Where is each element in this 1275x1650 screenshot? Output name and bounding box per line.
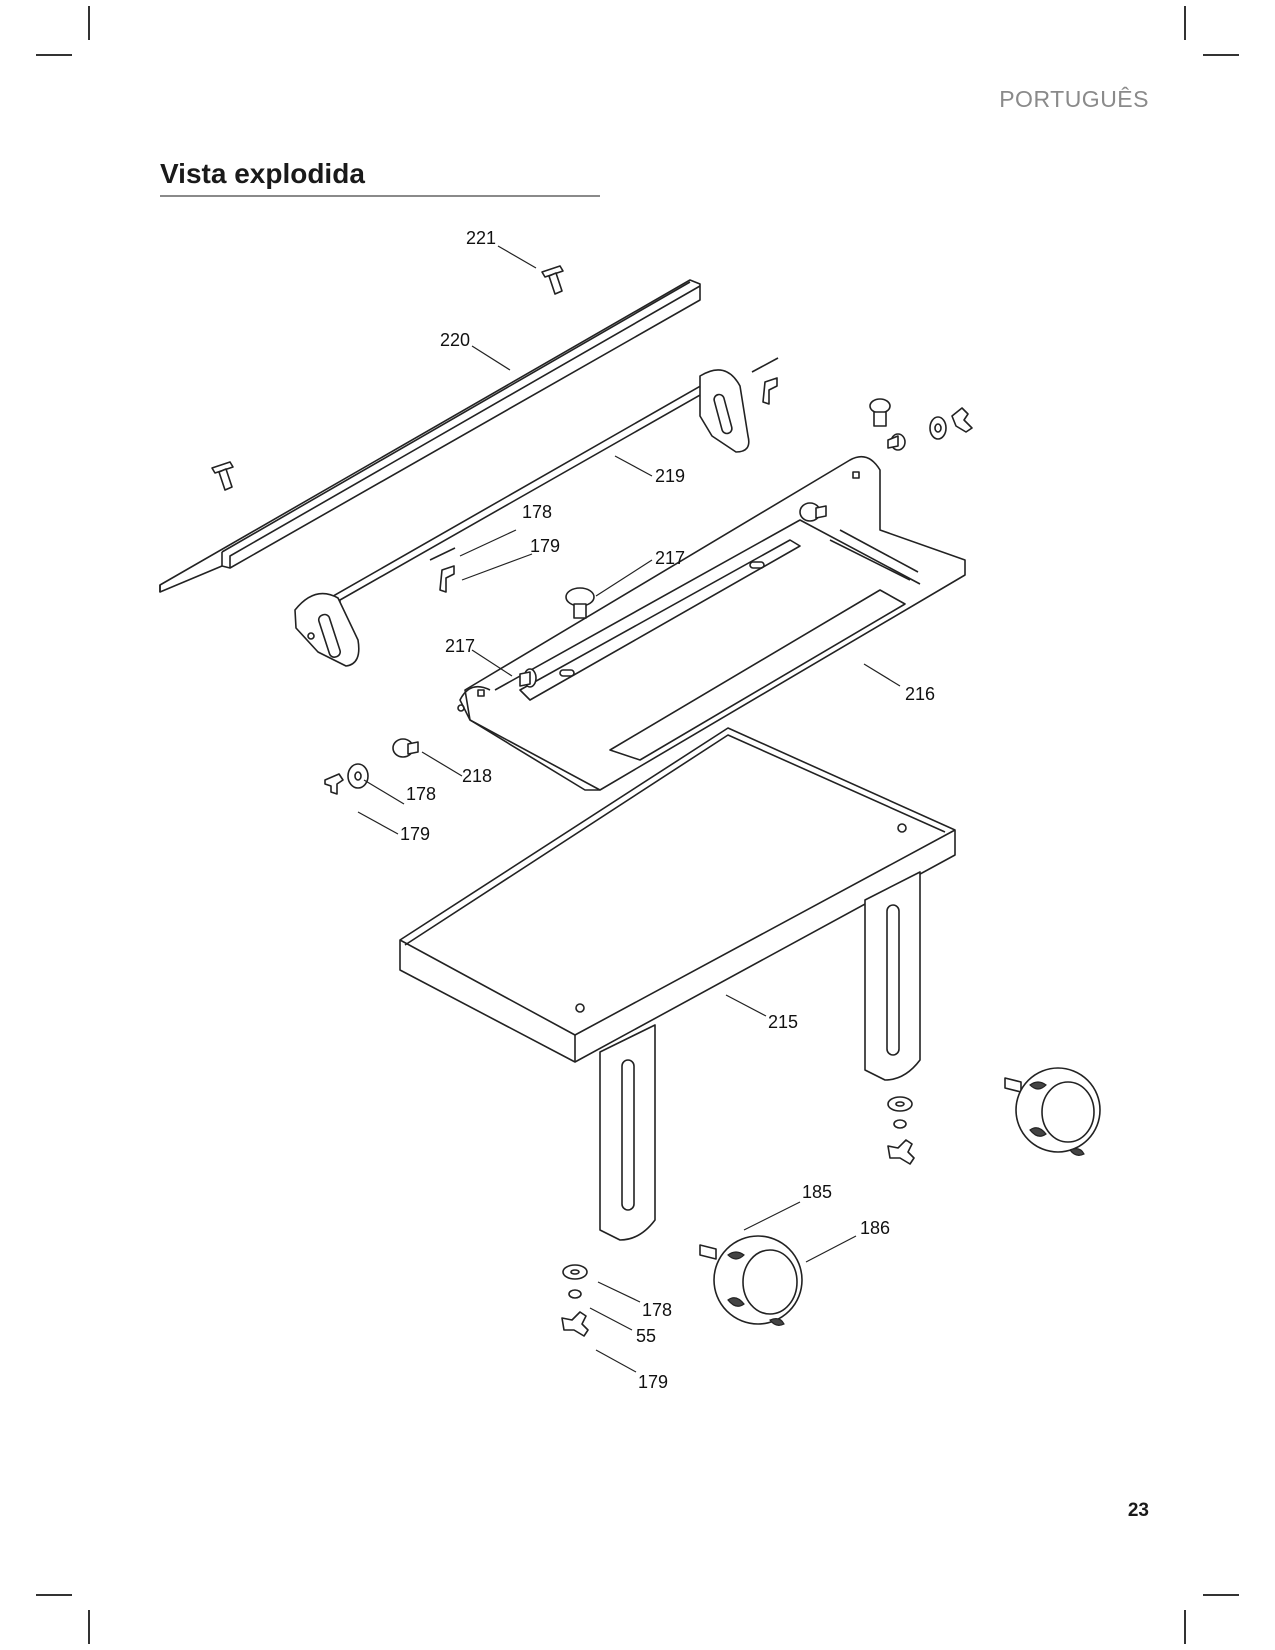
callout-217: 217 (445, 636, 475, 656)
rail-220 (159, 279, 701, 593)
fence-219 (294, 369, 750, 667)
crop-mark (36, 1594, 72, 1596)
crop-mark (88, 1610, 90, 1644)
callout-178: 178 (642, 1300, 672, 1320)
bracket-216 (457, 455, 966, 791)
callout-215: 215 (768, 1012, 798, 1032)
callout-179: 179 (638, 1372, 668, 1392)
screw-221-left (211, 461, 234, 491)
hardware-right-leg (887, 1096, 915, 1165)
crop-mark (1184, 1610, 1186, 1644)
title-underline (160, 195, 600, 197)
callout-216: 216 (905, 684, 935, 704)
clip-178-top (751, 357, 779, 405)
knob-217-left (519, 668, 537, 688)
knob-217-center (565, 587, 595, 619)
callout-221: 221 (466, 228, 496, 248)
callout-55: 55 (636, 1326, 656, 1346)
hardware-bottom-left (561, 1264, 589, 1337)
screw-221 (541, 265, 564, 295)
callout-186: 186 (860, 1218, 890, 1238)
callout-178: 178 (406, 784, 436, 804)
section-title: Vista explodida (160, 158, 365, 189)
knob-186-right (1004, 1067, 1101, 1156)
callout-179: 179 (400, 824, 430, 844)
callout-220: 220 (440, 330, 470, 350)
knob-217-right (799, 502, 827, 522)
callout-219: 219 (655, 466, 685, 486)
hardware-218-left (324, 738, 419, 795)
clip-178-left (429, 547, 456, 593)
callout-185: 185 (802, 1182, 832, 1202)
hardware-top-right (869, 398, 973, 451)
leader-lines (357, 245, 901, 1373)
callout-218: 218 (462, 766, 492, 786)
crop-mark (36, 54, 72, 56)
callout-178: 178 (522, 502, 552, 522)
crop-mark (1203, 1594, 1239, 1596)
table-215 (399, 727, 956, 1241)
crop-mark (88, 6, 90, 40)
crop-mark (1203, 54, 1239, 56)
page-number: 23 (1127, 1500, 1149, 1521)
language-label: PORTUGUÊS (999, 86, 1149, 112)
crop-mark (1184, 6, 1186, 40)
knob-186 (699, 1235, 803, 1326)
callout-179: 179 (530, 536, 560, 556)
callout-217: 217 (655, 548, 685, 568)
